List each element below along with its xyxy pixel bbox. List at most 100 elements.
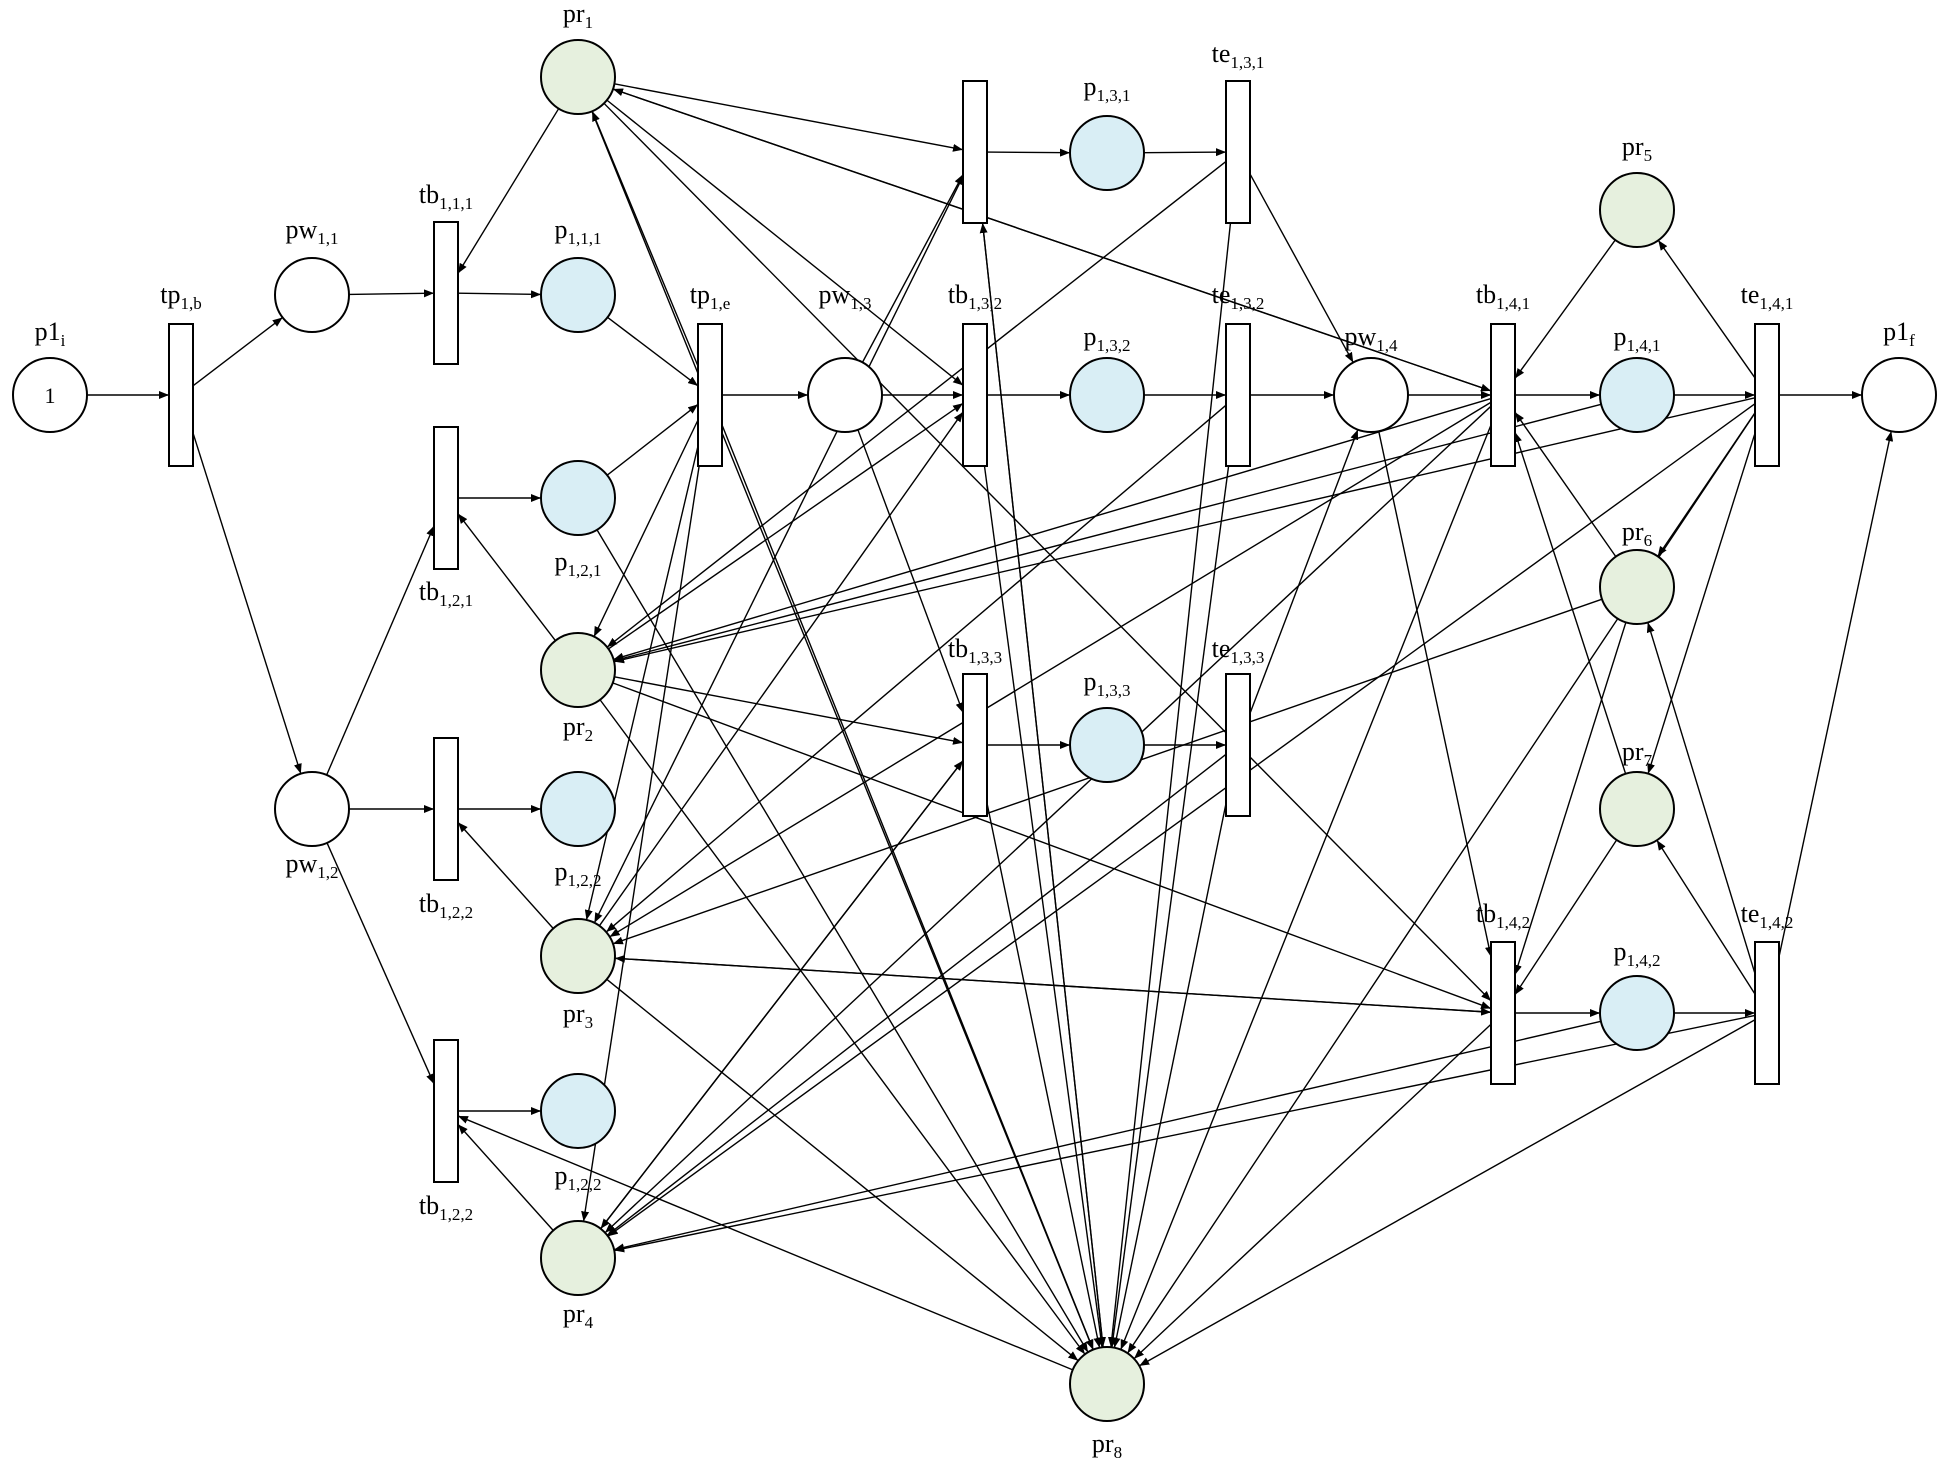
place-pr7: [1599, 771, 1675, 847]
arc-te141-to-pr8: [1126, 412, 1756, 1354]
arc-te141-to-pr7: [1647, 433, 1756, 774]
arc-pr8-to-tb122b: [457, 1115, 1074, 1371]
arc-p131-to-te131: [1143, 148, 1227, 157]
place-p1i: [12, 357, 88, 433]
place-pr5: [1599, 172, 1675, 248]
arc-pr1-to-pr8: [591, 111, 1094, 1350]
transition-tb122b: [433, 1039, 459, 1183]
label-p1f: p1f: [1883, 317, 1915, 350]
transition-tb121: [433, 426, 459, 570]
label-pw14: pw1,4: [1344, 322, 1398, 355]
arc-tb131-to-pr3: [593, 175, 964, 924]
label-pw12: pw1,2: [285, 849, 338, 882]
nodes-layer: 1: [12, 39, 1937, 1422]
label-te133: te1,3,3: [1212, 634, 1265, 667]
place-pr6: [1599, 549, 1675, 625]
label-tb133: tb1,3,3: [948, 634, 1002, 667]
token-count: 1: [45, 383, 56, 408]
arc-pr1-to-tb142: [603, 102, 1492, 1002]
transition-tb122a: [433, 737, 459, 881]
arc-tp1e-to-pr1: [591, 110, 699, 367]
arc-tb141-to-pr2: [613, 397, 1492, 661]
arc-pr1-to-tb131: [614, 83, 964, 152]
arc-pr7-to-tb142: [1514, 839, 1618, 996]
transition-tb141: [1490, 323, 1516, 467]
arc-pr1-to-tb132: [606, 99, 964, 386]
place-pr8: [1069, 1346, 1145, 1422]
arc-pr2-to-tb121: [457, 513, 557, 642]
arc-pw14-to-tb142: [1378, 431, 1493, 957]
arc-tb133-to-pr8: [986, 802, 1102, 1348]
arc-p141-to-pr2: [613, 403, 1602, 663]
label-pr7: pr7: [1622, 737, 1653, 770]
label-pr3: pr3: [563, 999, 593, 1032]
arc-tb133-to-pr4: [600, 760, 964, 1230]
arc-p121-to-pr8: [596, 529, 1089, 1353]
transition-tb132: [962, 323, 988, 467]
arc-pr6-to-tb142: [1514, 622, 1627, 976]
arc-tp1e-to-pr3: [584, 445, 699, 921]
arc-te133-to-pr8: [1112, 803, 1227, 1348]
arc-te131-to-pw14: [1249, 173, 1354, 363]
place-pw11: [274, 257, 350, 333]
label-pr5: pr5: [1622, 132, 1652, 165]
label-tp1b: tp1,b: [160, 280, 201, 313]
arc-tb111-to-p111: [457, 290, 542, 299]
arc-pw11-to-tb111: [348, 289, 435, 298]
arc-te131-to-pr2: [606, 160, 1227, 648]
transition-tp1b: [168, 323, 194, 467]
label-p131: p1,3,1: [1084, 72, 1131, 105]
place-pr1: [540, 39, 616, 115]
label-te141: te1,4,1: [1741, 280, 1794, 313]
arc-te142-to-pr4: [614, 1014, 1756, 1253]
label-p122a: p1,2,2: [555, 857, 602, 890]
arc-te131-to-pr8: [1107, 222, 1232, 1348]
label-tb111: tb1,1,1: [419, 180, 473, 213]
transition-tb142: [1490, 941, 1516, 1085]
transition-tb111: [433, 221, 459, 365]
arc-tp1b-to-pw11: [192, 316, 284, 387]
arc-pr1-to-tb111: [457, 108, 560, 274]
arc-pr4-to-tb122b: [457, 1123, 554, 1231]
transition-te141: [1754, 323, 1780, 467]
place-pw14: [1333, 357, 1409, 433]
label-p142: p1,4,2: [1614, 937, 1661, 970]
arc-pr5-to-tb141: [1514, 239, 1616, 379]
place-p132: [1069, 357, 1145, 433]
arc-p121-to-tp1e: [606, 403, 699, 476]
arc-tb141-to-pr1: [612, 88, 1492, 392]
arc-tb131-to-p131: [986, 148, 1071, 157]
transition-tb133: [962, 673, 988, 817]
arc-tb132-to-pr8: [983, 465, 1105, 1348]
arc-te141-to-pr5: [1657, 239, 1756, 379]
place-p141: [1599, 357, 1675, 433]
arc-p111-to-tp1e: [607, 316, 699, 387]
label-pr1: pr1: [563, 0, 593, 32]
arc-pr3-to-tb132: [598, 411, 964, 927]
label-tp1e: tp1,e: [690, 280, 731, 313]
arc-te141-to-pr4: [607, 403, 1756, 1237]
label-pr4: pr4: [563, 1299, 594, 1332]
arc-te133-to-pw14: [1249, 429, 1359, 714]
arc-tp1e-to-pr2: [593, 419, 699, 637]
place-p142: [1599, 975, 1675, 1051]
label-tb122b: tb1,2,2: [419, 1191, 473, 1224]
transition-te132: [1225, 323, 1251, 467]
place-p1f: [1861, 357, 1937, 433]
label-p133: p1,3,3: [1084, 667, 1131, 700]
arc-tb141-to-pr8: [1120, 424, 1492, 1350]
label-pw13: pw1,3: [818, 280, 871, 313]
label-pr8: pr8: [1092, 1429, 1122, 1462]
place-p122a: [540, 771, 616, 847]
place-pr3: [540, 918, 616, 994]
arc-pr8-to-tb131: [979, 222, 1104, 1348]
arc-p142-to-pr4: [613, 1020, 1602, 1252]
label-pr6: pr6: [1622, 517, 1652, 550]
arc-tb141-to-pr4: [604, 405, 1492, 1234]
arc-te132-to-pr3: [605, 404, 1227, 933]
label-p1i: p1i: [35, 317, 66, 350]
arc-te141-to-pr2: [613, 397, 1756, 664]
arc-pr2-to-pr8: [599, 699, 1086, 1355]
label-te132: te1,3,2: [1212, 280, 1265, 313]
label-p132: p1,3,2: [1084, 322, 1131, 355]
